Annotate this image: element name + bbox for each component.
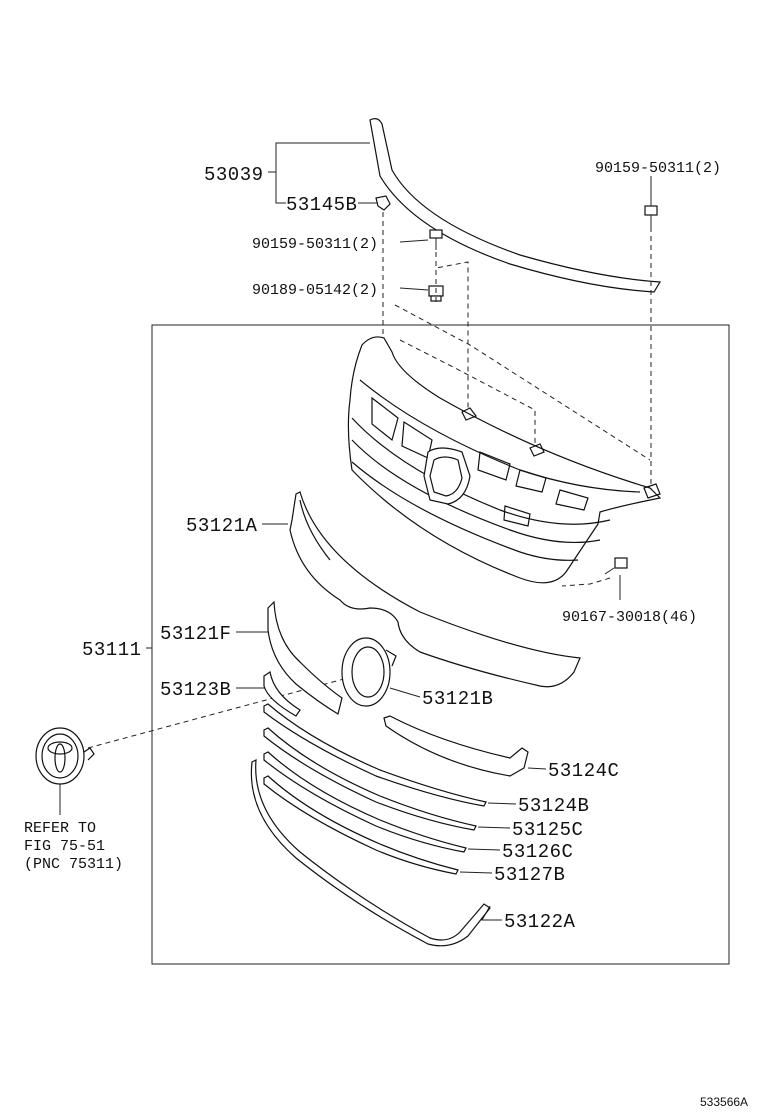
- label-53125c: 53125C: [512, 819, 583, 841]
- label-53124b: 53124B: [518, 795, 589, 817]
- reference-line-1: REFER TO: [24, 820, 96, 837]
- strip-53123b[interactable]: [263, 670, 301, 717]
- label-53121b: 53121B: [422, 688, 493, 710]
- molding-53124c[interactable]: [383, 715, 529, 777]
- strip-53124b[interactable]: [263, 703, 487, 807]
- label-53124c: 53124C: [548, 760, 619, 782]
- strip-53127b[interactable]: [263, 775, 459, 875]
- label-53122a: 53122A: [504, 911, 576, 933]
- label-53111: 53111: [82, 639, 142, 661]
- strip-53125c[interactable]: [263, 727, 477, 831]
- screw-90167[interactable]: [604, 557, 628, 575]
- reference-line-2: FIG 75-51: [24, 838, 105, 855]
- grille-trim-53121f[interactable]: [267, 600, 343, 715]
- label-90167: 90167-30018(46): [562, 609, 697, 626]
- upper-molding-part[interactable]: [369, 118, 662, 293]
- assembly-frame: [151, 324, 730, 965]
- label-90159-left: 90159-50311(2): [252, 236, 378, 253]
- label-53039: 53039: [204, 164, 264, 186]
- bolt-90159-right[interactable]: [644, 205, 658, 232]
- label-90159-right: 90159-50311(2): [595, 160, 721, 177]
- label-53121a: 53121A: [186, 515, 258, 537]
- label-90189: 90189-05142(2): [252, 282, 378, 299]
- label-53126c: 53126C: [502, 841, 573, 863]
- strip-53126c[interactable]: [263, 751, 467, 853]
- grille-body[interactable]: [347, 336, 662, 584]
- label-53121f: 53121F: [160, 623, 231, 645]
- reference-line-3: (PNC 75311): [24, 856, 123, 873]
- alignment-dashes: [87, 212, 652, 749]
- diagram-id: 533566A: [700, 1095, 748, 1109]
- label-53145b: 53145B: [286, 194, 357, 216]
- toyota-emblem[interactable]: [35, 727, 95, 785]
- bolt-90159-left[interactable]: [429, 229, 443, 250]
- label-53127b: 53127B: [494, 864, 565, 886]
- emblem-ring-53121b[interactable]: [341, 637, 397, 707]
- label-53123b: 53123B: [160, 679, 231, 701]
- grille-panel-53121a[interactable]: [289, 491, 581, 688]
- frame-molding-53122a[interactable]: [250, 758, 491, 947]
- clip-53145b[interactable]: [375, 195, 391, 211]
